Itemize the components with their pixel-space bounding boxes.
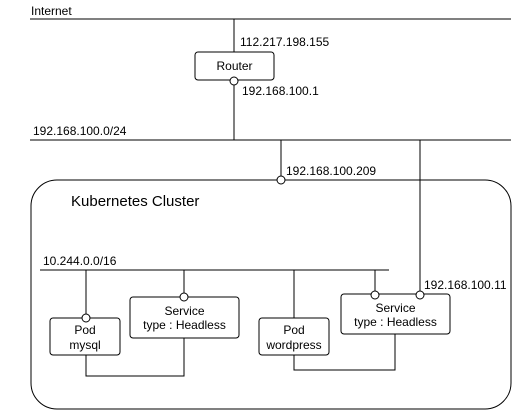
pod-mysql-port [81, 313, 91, 323]
mysql-service-pod-connector [85, 338, 185, 377]
router-label: Router [216, 59, 252, 73]
router-lan-port [229, 76, 239, 86]
cluster-title: Kubernetes Cluster [71, 193, 199, 210]
router-wan-ip: 112.217.198.155 [240, 35, 330, 49]
node-ip: 192.168.100.209 [286, 164, 376, 178]
node-port [276, 175, 286, 185]
lan-label: 192.168.100.0/24 [33, 124, 127, 138]
pod-wordpress-line2: wordpress [265, 338, 321, 352]
service-mysql-line2: type : Headless [143, 318, 226, 332]
wordpress-service-pod-connector [293, 334, 396, 371]
service-wordpress-port [370, 290, 380, 300]
service-external-ip: 192.168.100.11 [424, 278, 507, 292]
pod-wordpress-line1: Pod [283, 323, 304, 337]
pod-mysql-line2: mysql [69, 338, 100, 352]
pod-mysql-line1: Pod [74, 323, 95, 337]
service-external-port [415, 290, 425, 300]
pod-network-label: 10.244.0.0/16 [43, 254, 117, 268]
service-wordpress-line2: type : Headless [354, 315, 437, 329]
internet-label: Internet [31, 4, 72, 18]
kubernetes-cluster-box [30, 179, 512, 410]
router-lan-ip: 192.168.100.1 [242, 84, 319, 98]
service-mysql-line1: Service [164, 304, 204, 318]
service-wordpress-line1: Service [375, 301, 415, 315]
service-mysql-port [179, 292, 189, 302]
